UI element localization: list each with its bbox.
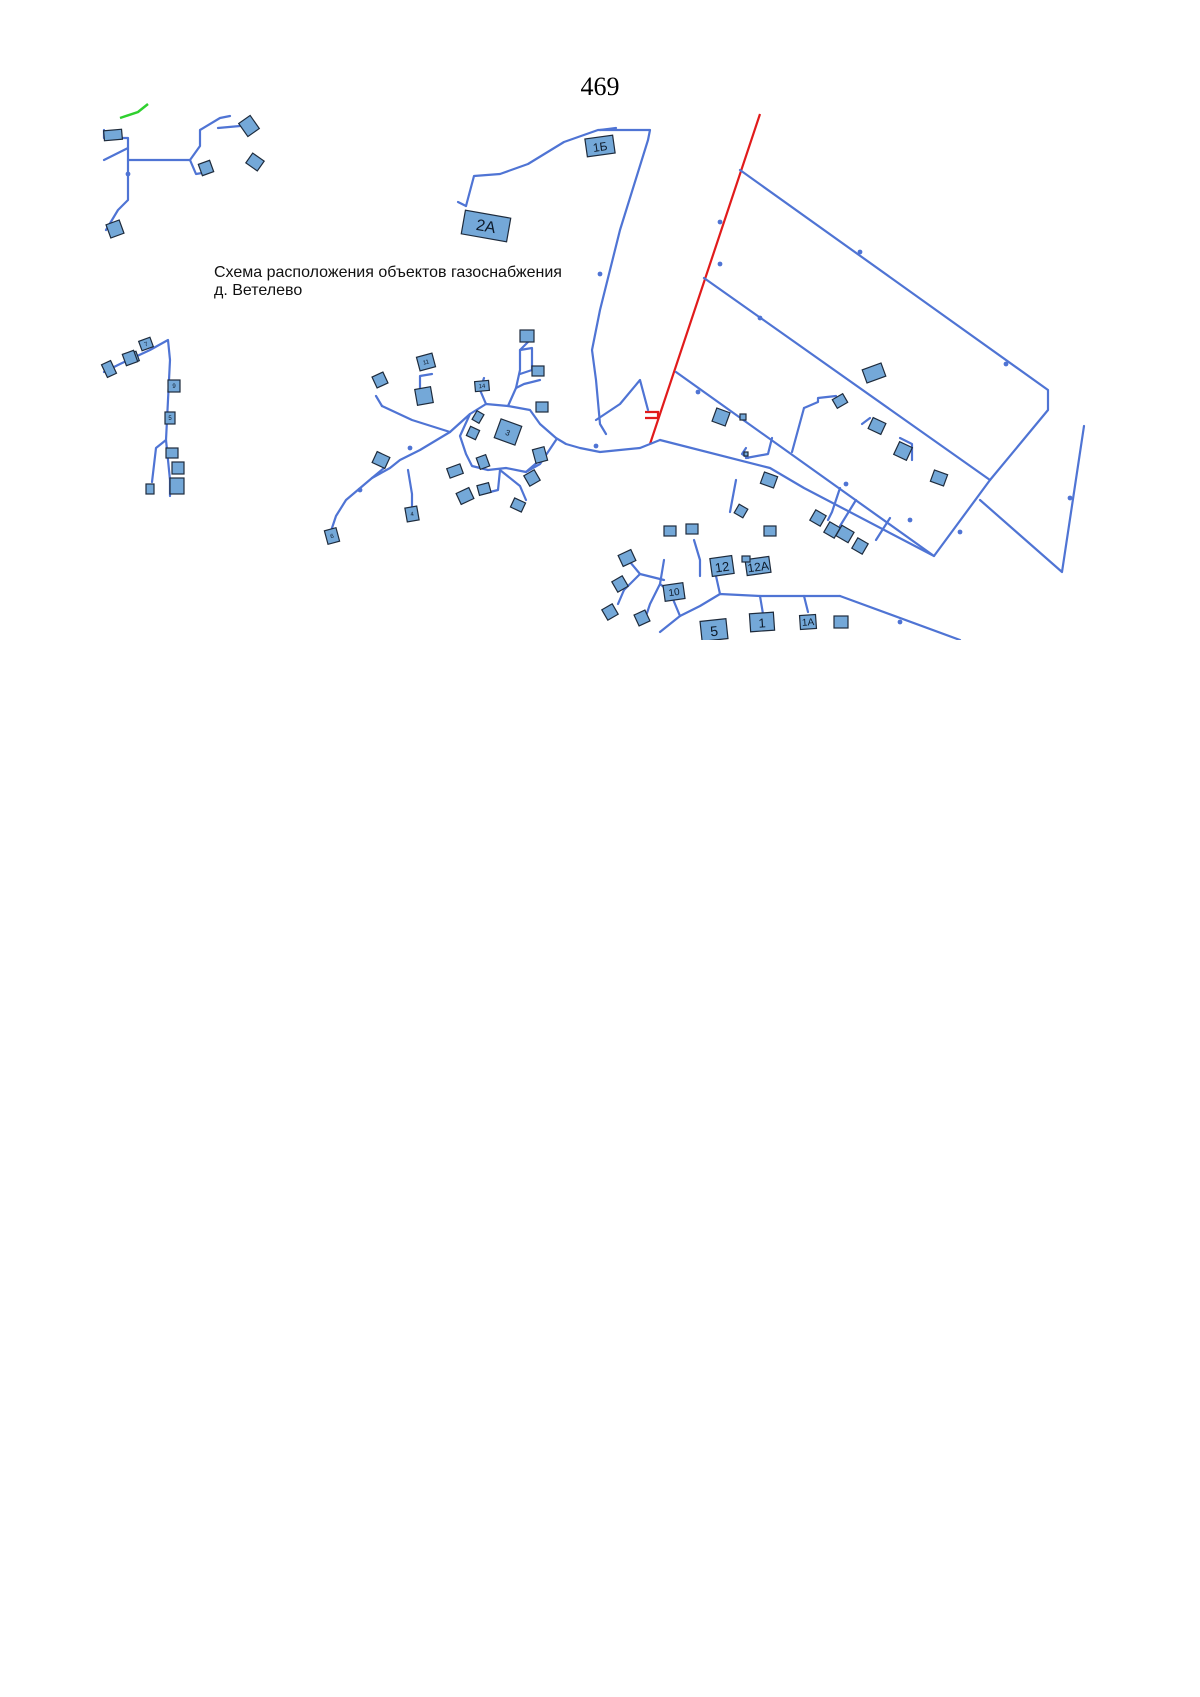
- building-9: 9: [167, 379, 181, 393]
- building-label: 1Б: [592, 139, 608, 155]
- building-label: 11: [422, 359, 430, 367]
- pipeline-network-west: [102, 338, 172, 498]
- building-5-west: 5: [164, 411, 176, 425]
- building-7: 7: [137, 336, 155, 352]
- building-label: 2А: [475, 217, 498, 237]
- building-label: 1А: [802, 617, 815, 629]
- building-label: 4: [410, 512, 415, 519]
- building-10: 10: [662, 582, 686, 602]
- flow-arrows: [125, 171, 1073, 625]
- page-number: 469: [580, 72, 620, 101]
- building-label: 1: [758, 615, 766, 630]
- building-14: 14: [473, 379, 491, 393]
- building-label: 5: [709, 623, 719, 640]
- building-1b: 1Б: [584, 134, 616, 158]
- building-label: 5: [168, 416, 172, 422]
- building-label: 12А: [747, 559, 770, 576]
- building-11: 11: [415, 352, 437, 372]
- map-canvas: 1Б 2А 12 12А 10 5 1 1А: [100, 103, 1086, 640]
- map-title-line-1: Схема расположения объектов газоснабжени…: [214, 264, 562, 281]
- map-title-line-2: д. Ветелево: [214, 282, 303, 299]
- building-12a: 12А: [744, 555, 772, 577]
- building-label: 12: [714, 559, 730, 576]
- building-1a: 1А: [798, 613, 818, 631]
- building-3: 3: [493, 418, 523, 446]
- building-label: 10: [668, 587, 681, 600]
- building-6: 6: [323, 526, 341, 546]
- map-title: Схема расположения объектов газоснабжени…: [214, 264, 562, 300]
- building-4: 4: [404, 505, 420, 523]
- highlighted-pipeline-stub: [645, 410, 660, 420]
- building-label: 3: [504, 428, 512, 438]
- building-1: 1: [748, 611, 776, 633]
- pipeline-network-east: [658, 168, 1086, 574]
- building-label: 14: [478, 384, 486, 391]
- building-label: 6: [330, 533, 335, 540]
- boundary-line: [119, 103, 149, 120]
- building-label: 9: [172, 384, 176, 390]
- building-5: 5: [699, 618, 729, 640]
- building-12: 12: [709, 554, 735, 578]
- minor-buildings: [100, 114, 949, 629]
- pipeline-network-north: [456, 126, 652, 436]
- building-2a: 2А: [460, 209, 512, 243]
- building-label: 7: [144, 341, 150, 348]
